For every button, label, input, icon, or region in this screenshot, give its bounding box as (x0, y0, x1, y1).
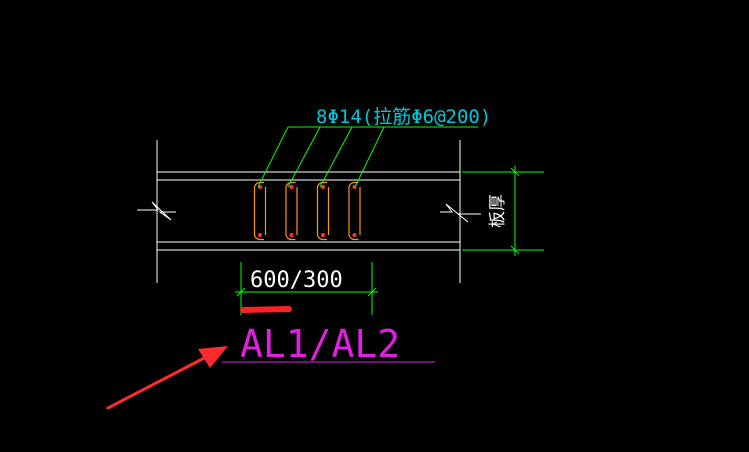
arrow-shaft (106, 354, 210, 410)
leader-line-1 (257, 126, 289, 188)
rebar-dot (321, 233, 325, 237)
leader-line-3 (319, 126, 353, 188)
stirrup-tie (285, 181, 298, 241)
thickness-tick-bottom (510, 245, 520, 255)
slab-thickness-label[interactable]: 板厚 (488, 194, 508, 228)
right-break-line (440, 203, 481, 223)
leader-lines (257, 126, 478, 188)
stirrup-tie (348, 181, 361, 241)
width-tick-left (236, 287, 246, 297)
arrow-head (198, 346, 228, 368)
width-tick-right (367, 287, 377, 297)
annotation-arrow (106, 346, 228, 410)
thickness-tick-top (510, 167, 520, 177)
slab-section (137, 140, 481, 283)
stirrup-tie (316, 181, 330, 241)
width-dimension (235, 262, 378, 315)
thickness-dimension (462, 166, 544, 256)
leader-line-4 (354, 126, 385, 188)
rebar-dot (289, 185, 294, 189)
left-break-line (137, 201, 176, 221)
red-highlight-mark (240, 306, 292, 313)
rebar-dot (352, 233, 357, 237)
rebar-dot (321, 185, 325, 189)
rebar-dot (258, 233, 262, 237)
rebar-spec-label[interactable]: 8Φ14(拉筋Φ6@200) (316, 106, 491, 128)
rebar-dot (289, 233, 294, 237)
width-dimension-label[interactable]: 600/300 (250, 268, 343, 293)
stirrup-group (253, 181, 361, 241)
leader-line-2 (287, 126, 321, 188)
stirrup-tie (253, 181, 267, 241)
beam-tag-label[interactable]: AL1/AL2 (240, 322, 400, 366)
